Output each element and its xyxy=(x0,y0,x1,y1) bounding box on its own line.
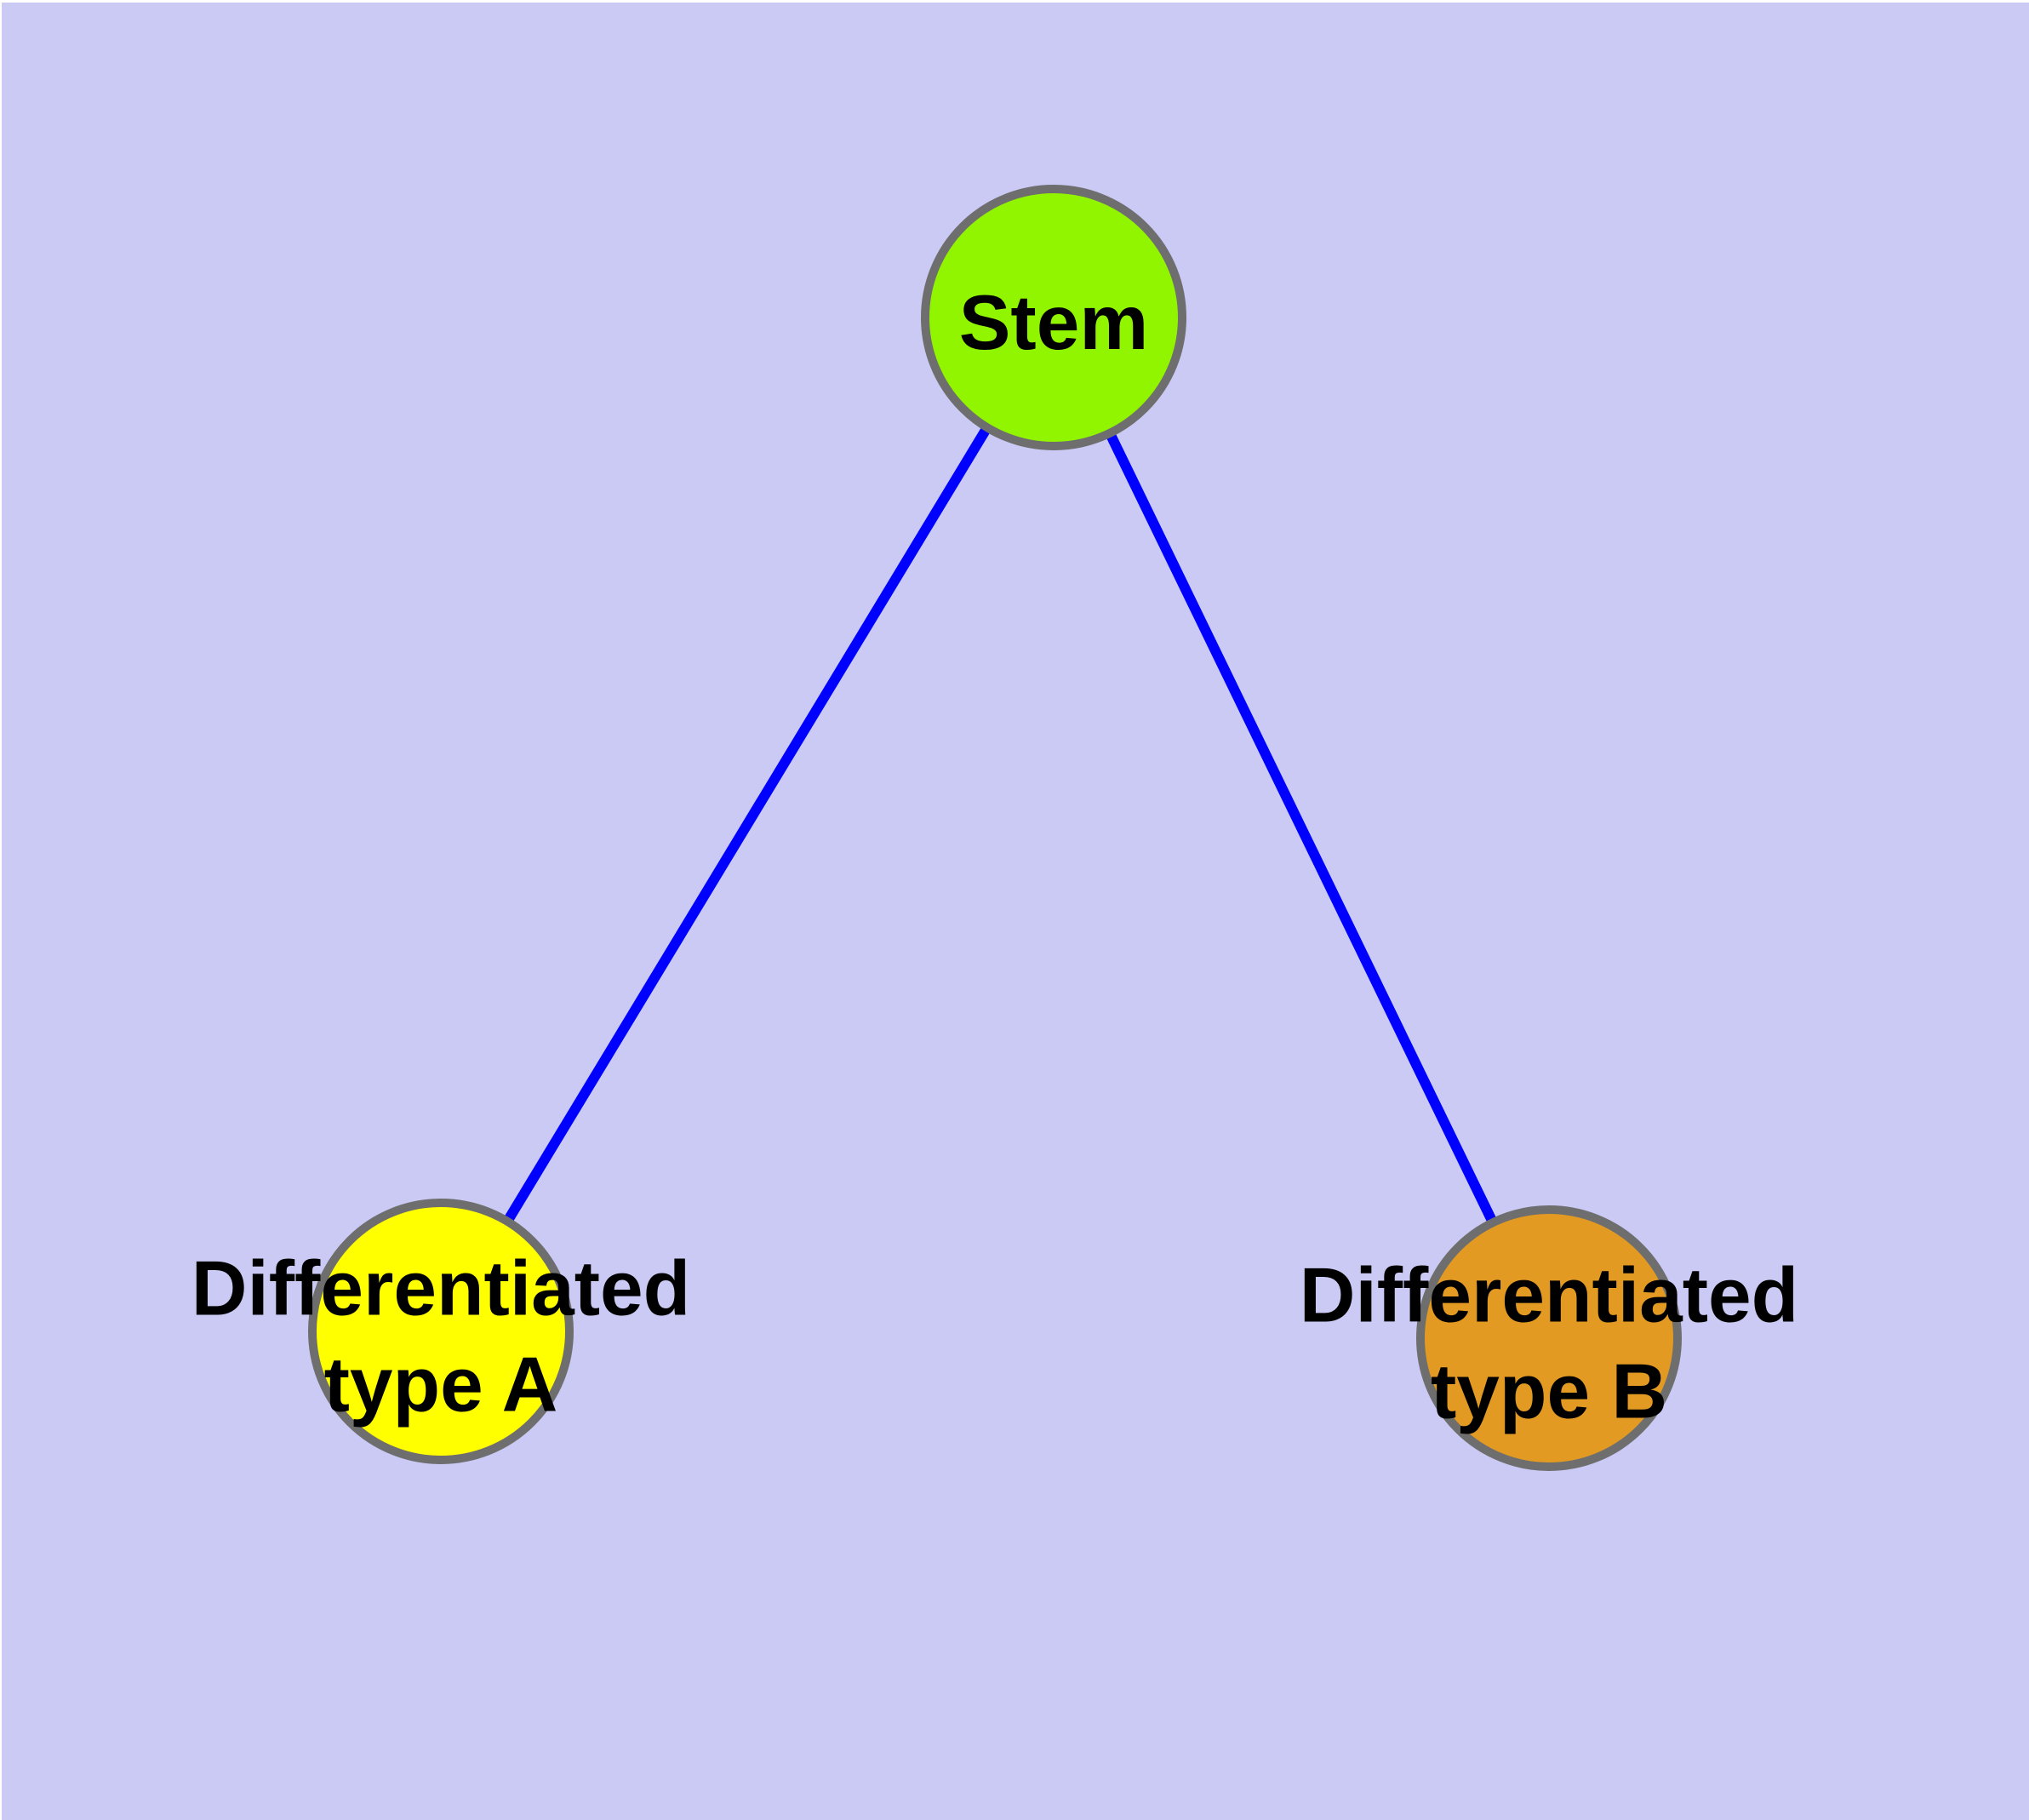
node-label-line: type A xyxy=(324,1342,558,1428)
node-label-line: Differentiated xyxy=(1300,1253,1799,1339)
node-stem xyxy=(921,185,1186,450)
edge-stem-diff-b xyxy=(1049,315,1554,1341)
node-diff-b xyxy=(1416,1205,1682,1471)
node-label-line: Differentiated xyxy=(191,1246,691,1332)
node-label-stem: Stem xyxy=(959,280,1149,366)
node-label-diff-a: Differentiated type A xyxy=(191,1246,691,1428)
edge-stem-diff-a xyxy=(436,314,1059,1335)
node-label-diff-b: Differentiated type B xyxy=(1300,1253,1799,1435)
node-diff-a xyxy=(308,1199,574,1464)
node-label-line: Stem xyxy=(959,280,1149,366)
node-label-line: type B xyxy=(1431,1349,1667,1435)
